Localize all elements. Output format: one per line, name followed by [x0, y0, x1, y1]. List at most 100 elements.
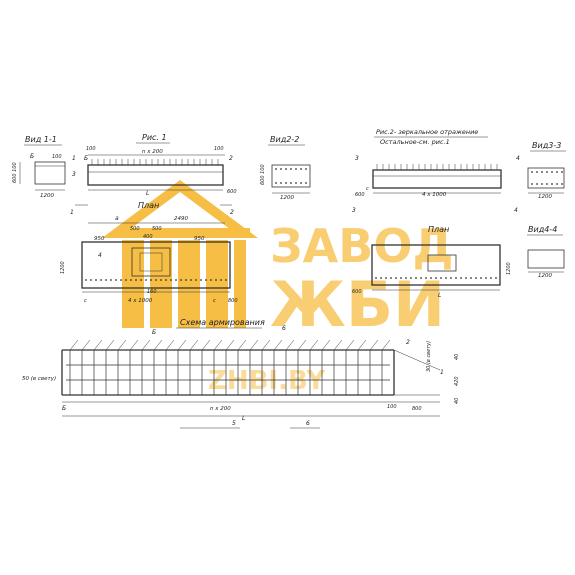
- rebar-dot: [85, 279, 87, 281]
- rebar-dot: [225, 279, 227, 281]
- dim-4x1000-fig2: 4 x 1000: [422, 192, 447, 198]
- stirrup-hook: [333, 339, 343, 351]
- watermark-site: ZHBI.BY: [208, 366, 326, 396]
- rebar-dot: [445, 277, 447, 279]
- rebar-dot: [485, 277, 487, 279]
- rebar-dot: [460, 277, 462, 279]
- rebar-dot: [95, 279, 97, 281]
- mark-1-fig1: 1: [72, 155, 76, 162]
- rebar-dot: [410, 277, 412, 279]
- mark-5-reinf: 5: [232, 420, 236, 427]
- stirrup-hook: [225, 339, 235, 351]
- rebar-dot: [150, 279, 152, 281]
- rebar-dot: [290, 168, 292, 170]
- rebar-dot: [90, 279, 92, 281]
- reinforcement-scheme: Схема армирования Б 6 2 50 (в свету) 30 …: [22, 318, 460, 429]
- stirrup-hook: [237, 339, 247, 351]
- view-4-4-title: Вид4-4: [528, 225, 557, 234]
- rebar-dot: [185, 279, 187, 281]
- rebar-dot: [546, 183, 548, 185]
- stirrup-hook: [357, 339, 367, 351]
- stirrup-hook: [189, 339, 199, 351]
- dim-1200-plan2: 1200: [506, 262, 512, 275]
- rebar-dot: [390, 277, 392, 279]
- rebar-dot: [120, 279, 122, 281]
- dim-30-light: 30 (в свету): [426, 341, 432, 372]
- watermark-line2: ЖБИ: [270, 268, 445, 341]
- dim-500a: 500: [130, 226, 140, 232]
- dim-c-plan1a: c: [84, 298, 87, 304]
- dim-950a: 950: [94, 236, 105, 242]
- rebar-dot: [400, 277, 402, 279]
- rebar-dot: [425, 277, 427, 279]
- view-3-3-title: Вид3-3: [532, 141, 561, 150]
- dim-1200-v22: 1200: [280, 195, 294, 201]
- rebar-dot: [285, 168, 287, 170]
- stirrup-hook: [177, 339, 187, 351]
- dim-40b: 40: [454, 398, 460, 404]
- dim-800: 800: [228, 298, 238, 304]
- dim-2490: 2490: [174, 216, 188, 222]
- dim-1200-plan1: 1200: [60, 261, 66, 274]
- view-2-2: Вид2-2 600 100 1200: [260, 135, 311, 201]
- stirrup-hook: [69, 339, 79, 351]
- stirrup-hook: [213, 339, 223, 351]
- mark-4-fig2: 4: [516, 155, 520, 162]
- rebar-dot: [145, 279, 147, 281]
- rebar-dot: [450, 277, 452, 279]
- rebar-dot: [125, 279, 127, 281]
- fig-2-elevation: Рис.2- зеркальное отражение Остальное-см…: [352, 128, 520, 214]
- mark-2b-fig1: 2: [230, 209, 234, 216]
- rebar-dot: [541, 183, 543, 185]
- rebar-dot: [556, 183, 558, 185]
- rebar-dot: [405, 277, 407, 279]
- stirrup-hook: [201, 339, 211, 351]
- dim-c-fig2: c: [366, 186, 369, 192]
- rebar-dot: [561, 183, 563, 185]
- stirrup-hook: [321, 339, 331, 351]
- mark-4-plan1: 4: [98, 252, 102, 259]
- mark-b-fig1: Б: [84, 155, 88, 162]
- stirrup-hook: [309, 339, 319, 351]
- rebar-dot: [140, 279, 142, 281]
- rebar-dot: [305, 182, 307, 184]
- rebar-dot: [536, 171, 538, 173]
- dim-100-fig1b: 100: [214, 146, 224, 152]
- dim-c-plan1b: c: [213, 298, 216, 304]
- rebar-dot: [300, 182, 302, 184]
- rebar-dot: [380, 277, 382, 279]
- house-logo-icon: [102, 180, 258, 328]
- stirrup-hook: [105, 339, 115, 351]
- mark-1b-fig1: 1: [70, 209, 74, 216]
- view-4-4: Вид4-4 1200: [527, 225, 565, 279]
- stirrup-hook: [273, 339, 283, 351]
- dim-160: 160: [147, 289, 157, 295]
- dim-1200-v11: 1200: [40, 193, 54, 199]
- mark-6-reinf: 6: [282, 325, 286, 332]
- rebar-dot: [210, 279, 212, 281]
- mark-3b-fig2: 3: [352, 207, 356, 214]
- rebar-dot: [536, 183, 538, 185]
- rebar-dot: [215, 279, 217, 281]
- rebar-dot: [295, 168, 297, 170]
- dim-L-reinf: L: [242, 415, 245, 422]
- rebar-dot: [170, 279, 172, 281]
- dim-100-v11: 100: [52, 154, 62, 160]
- dim-600-100: 600 100: [12, 162, 18, 183]
- rebar-dot: [546, 171, 548, 173]
- rebar-dot: [561, 171, 563, 173]
- stirrup-hook: [153, 339, 163, 351]
- rebar-dot: [541, 171, 543, 173]
- dim-4x1000-plan1: 4 x 1000: [128, 298, 153, 304]
- rebar-dot: [556, 171, 558, 173]
- mark-1-reinf: 1: [440, 369, 444, 376]
- rebar-dot: [375, 277, 377, 279]
- rebar-dot: [290, 182, 292, 184]
- rebar-dot: [220, 279, 222, 281]
- dim-600-v22: 600 100: [260, 164, 266, 185]
- rebar-dot: [490, 277, 492, 279]
- dim-40a: 40: [454, 354, 460, 360]
- stirrup-hook: [129, 339, 139, 351]
- rebar-dot: [430, 277, 432, 279]
- rebar-dot: [295, 182, 297, 184]
